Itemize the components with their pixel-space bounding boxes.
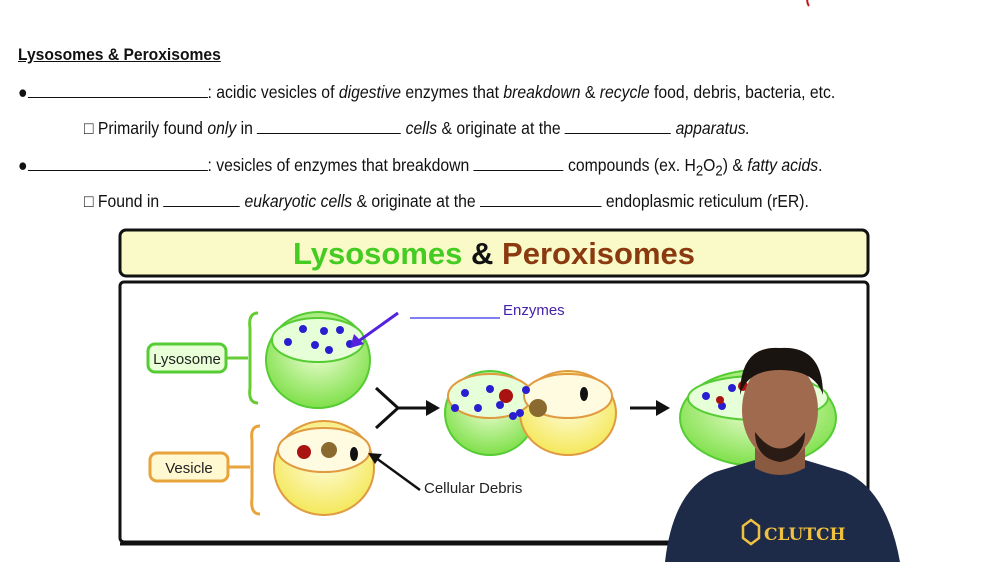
text: enzymes that xyxy=(400,82,504,102)
text: : vesicles of enzymes that breakdown xyxy=(207,155,474,175)
enzymes-arrow xyxy=(355,311,399,345)
text: cells xyxy=(405,118,438,138)
fill-blank xyxy=(163,192,241,207)
fill-blank xyxy=(27,156,208,171)
fill-blank xyxy=(257,119,402,134)
text: & xyxy=(580,82,600,102)
vesicle-sphere xyxy=(273,420,375,516)
text: endoplasmic reticulum (rER). xyxy=(601,191,809,211)
note-line-peroxisome: ● : vesicles of enzymes that breakdown co… xyxy=(18,155,823,180)
fusing-vesicles xyxy=(444,370,617,456)
text: 2 xyxy=(715,163,723,180)
fill-blank xyxy=(479,192,602,207)
lysosome-label: Lysosome xyxy=(153,351,221,368)
text: Found in xyxy=(93,191,164,211)
text: eukaryotic cells xyxy=(244,191,353,211)
fill-blank xyxy=(473,156,564,171)
bullet: ● xyxy=(18,155,28,175)
text: digestive xyxy=(338,82,401,102)
presenter-face xyxy=(742,360,818,460)
bracket xyxy=(248,311,259,405)
clutch-logo-icon xyxy=(741,518,761,546)
pen-mark xyxy=(806,0,810,7)
text: ) & xyxy=(722,155,748,175)
text: 2 xyxy=(695,163,704,180)
debris-particle xyxy=(350,447,358,461)
text: : acidic vesicles of xyxy=(207,82,339,102)
presenter-hair xyxy=(740,347,823,395)
notes-heading: Lysosomes & Peroxisomes xyxy=(18,45,221,64)
presenter-shirt xyxy=(665,460,900,562)
fill-blank xyxy=(564,119,672,134)
text: & originate at the xyxy=(437,118,565,138)
checkbox-icon: □ xyxy=(84,191,94,211)
text: compounds (ex. H xyxy=(563,155,696,175)
lysosome-diagram: Lysosomes & Peroxisomes Lysosome Vesicle… xyxy=(118,228,870,546)
text: fatty acids xyxy=(747,155,819,175)
note-line-peroxisome-sub: □ Found in eukaryotic cells & originate … xyxy=(84,191,809,212)
note-line-lysosome: ● : acidic vesicles of digestive enzymes … xyxy=(18,82,835,103)
text: in xyxy=(236,118,258,138)
note-line-lysosome-sub: □ Primarily found only in cells & origin… xyxy=(84,118,750,139)
presenter-video: CLUTCH xyxy=(665,347,900,562)
enzymes-label: Enzymes xyxy=(503,302,565,319)
text: Primarily found xyxy=(93,118,208,138)
debris-particle xyxy=(297,445,311,459)
debris-particle xyxy=(321,442,337,458)
debris-label: Cellular Debris xyxy=(424,480,522,497)
vesicle-label: Vesicle xyxy=(165,460,213,477)
fill-blank xyxy=(27,83,208,98)
shirt-logo-text: CLUTCH xyxy=(764,525,846,545)
bullet: ● xyxy=(18,82,28,102)
text: & originate at the xyxy=(352,191,480,211)
merge-arrow xyxy=(374,386,428,430)
lysosome-sphere xyxy=(265,311,371,409)
bracket xyxy=(250,424,261,516)
checkbox-icon: □ xyxy=(84,118,94,138)
text: breakdown xyxy=(503,82,581,102)
diagram-header xyxy=(118,228,870,278)
text: O xyxy=(703,155,716,175)
debris-arrow xyxy=(375,456,421,492)
text: food, debris, bacteria, etc. xyxy=(649,82,836,102)
text: only xyxy=(207,118,237,138)
text: recycle xyxy=(599,82,650,102)
text: . xyxy=(818,155,823,175)
diagram-title: Lysosomes & Peroxisomes xyxy=(293,236,695,271)
presenter-beard xyxy=(755,432,805,462)
text: apparatus. xyxy=(675,118,750,138)
